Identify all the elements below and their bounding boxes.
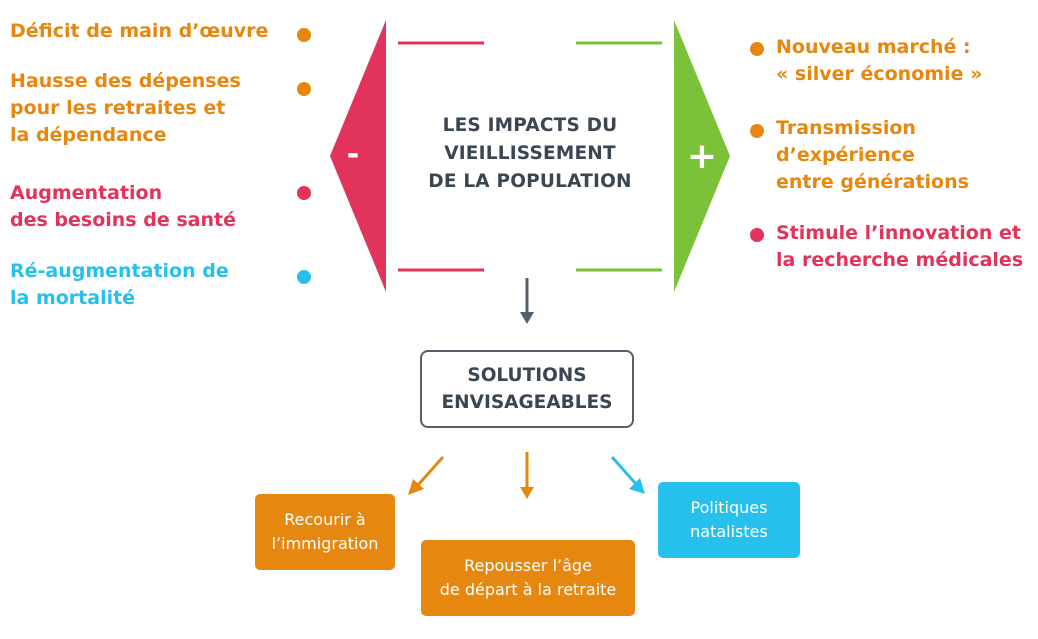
negative-item-health: Augmentation des besoins de santé <box>10 182 236 231</box>
negative-item-spending: Hausse des dépenses pour les retraites e… <box>10 70 241 146</box>
solution-natalist-policies: Politiques natalistes <box>658 482 800 558</box>
plus-sign: + <box>686 136 718 177</box>
solutions-title: SOLUTIONS ENVISAGEABLES <box>420 350 634 428</box>
arrow-to-immigration-icon <box>408 456 445 495</box>
negative-bullet-spending <box>297 82 311 96</box>
minus-sign: - <box>346 137 360 172</box>
solution-immigration: Recourir à l’immigration <box>255 494 395 570</box>
negative-impacts-triangle <box>330 20 386 292</box>
negative-item-mortality: Ré-augmentation de la mortalité <box>10 260 229 309</box>
arrow-to-natalist-icon <box>610 456 645 494</box>
negative-bullet-health <box>297 186 311 200</box>
positive-item-market: Nouveau marché : « silver économie » <box>776 36 983 85</box>
positive-item-transmission: Transmission d’expérience entre générati… <box>776 117 969 193</box>
positive-impacts-triangle <box>674 20 730 292</box>
arrow-to-retirement-icon <box>520 452 534 499</box>
solution-retirement-age: Repousser l’âge de départ à la retraite <box>421 540 635 616</box>
positive-bullet-transmission <box>750 124 764 138</box>
positive-item-innovation: Stimule l’innovation et la recherche méd… <box>776 222 1024 271</box>
negative-bullet-workforce <box>297 28 311 42</box>
positive-bullet-market <box>750 42 764 56</box>
center-title: LES IMPACTS DU VIEILLISSEMENT DE LA POPU… <box>428 115 632 192</box>
down-arrow-icon <box>520 278 534 324</box>
negative-item-workforce: Déficit de main d’œuvre <box>10 20 269 42</box>
positive-bullet-innovation <box>750 228 764 242</box>
negative-bullet-mortality <box>297 270 311 284</box>
